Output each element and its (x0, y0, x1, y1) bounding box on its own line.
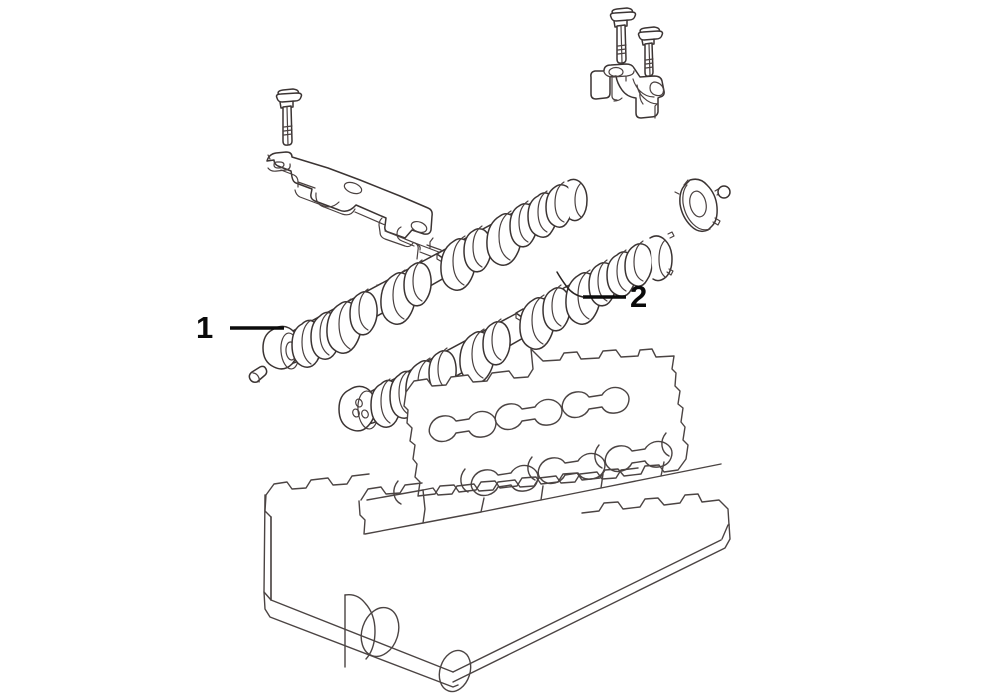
leader-line-2 (556, 271, 626, 299)
camshaft-thrust-plate[interactable] (674, 178, 723, 233)
bearing-cap-bolt-short[interactable] (637, 26, 664, 77)
cylinder-head-flange-bolt[interactable] (275, 88, 303, 146)
camshaft-dowel-pin[interactable] (248, 365, 268, 383)
camshaft-bearing-cap-beam[interactable] (266, 151, 445, 260)
camshaft-intake[interactable] (262, 178, 588, 370)
callout-number-1[interactable]: 1 (196, 310, 214, 345)
locating-dowel-pin[interactable] (717, 185, 731, 199)
cylinder-head-casting[interactable] (263, 348, 731, 696)
callout-number-2[interactable]: 2 (630, 279, 648, 314)
bearing-cap-bolt-long[interactable] (609, 7, 637, 64)
camshaft-bearing-cap[interactable] (590, 63, 665, 119)
